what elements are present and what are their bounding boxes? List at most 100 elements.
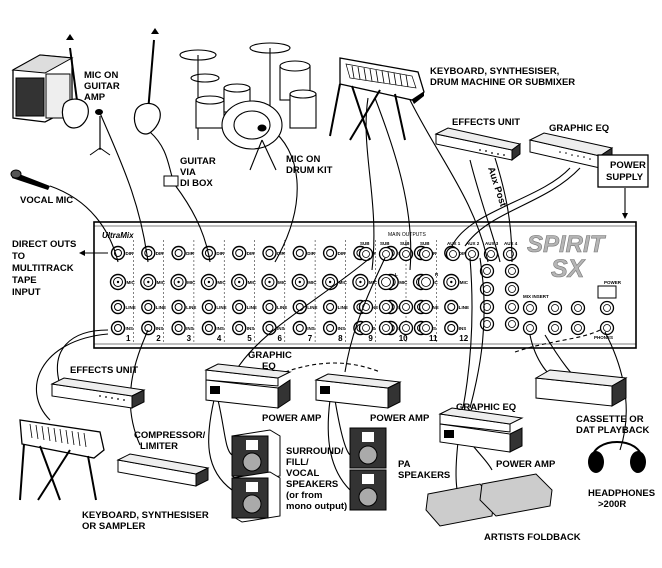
jack-line-6[interactable] — [262, 299, 277, 315]
jack-mic-2[interactable] — [140, 273, 157, 291]
aux-send-4[interactable] — [502, 246, 518, 262]
master-jack-4[interactable] — [418, 299, 434, 315]
jack-label-line: LINE — [338, 305, 348, 310]
twotrack-jack-1[interactable] — [599, 300, 615, 316]
jack-dir-4[interactable] — [201, 245, 217, 261]
jack-line-7[interactable] — [292, 299, 307, 315]
sub-out-2[interactable] — [378, 246, 394, 262]
jack-ins-8[interactable] — [322, 320, 338, 336]
twotrack-jack-2[interactable] — [599, 320, 615, 336]
sub-out-4[interactable] — [418, 246, 434, 262]
return-jack-4[interactable] — [479, 316, 495, 332]
jack-dir-2[interactable] — [141, 245, 156, 261]
jack-mic-8[interactable] — [321, 273, 339, 291]
jack-mic-4[interactable] — [200, 273, 218, 291]
master-jack-5[interactable] — [358, 320, 374, 336]
master-jack-2[interactable] — [378, 299, 394, 315]
pa-speakers — [349, 427, 387, 511]
jack-dir-7[interactable] — [292, 245, 307, 261]
sub-out-3[interactable] — [398, 246, 414, 262]
mix-insert-jack-2[interactable] — [547, 300, 563, 316]
label-cassette-1: CASSETTE OR — [576, 414, 644, 425]
jack-line-4[interactable] — [201, 299, 217, 315]
effects-unit-top — [434, 127, 522, 161]
jack-mic-6[interactable] — [261, 273, 278, 291]
jack-mic-5[interactable] — [230, 273, 248, 291]
label-surround-5: (or from — [286, 490, 322, 501]
jack-line-8[interactable] — [322, 299, 338, 315]
jack-label-line: LINE — [459, 305, 469, 310]
jack-line-3[interactable] — [171, 299, 186, 315]
sub-label: SUB — [380, 241, 390, 246]
mix-insert-jack-5[interactable] — [547, 320, 563, 336]
jack-mic-3[interactable] — [170, 273, 187, 291]
mix-insert-jack-6[interactable] — [570, 320, 586, 336]
label-mic-on-guitar-amp-3: AMP — [84, 92, 106, 103]
jack-mic-9[interactable] — [352, 273, 369, 291]
master-jack-7[interactable] — [398, 320, 414, 336]
jack-dir-5[interactable] — [231, 245, 247, 261]
channel-number: 4 — [217, 334, 222, 343]
label-effects-unit-bottom: EFFECTS UNIT — [70, 365, 138, 376]
jack-dir-1[interactable] — [110, 245, 126, 261]
main-outputs-label: MAIN OUTPUTS — [388, 232, 426, 238]
jack-ins-7[interactable] — [292, 320, 307, 336]
sub-out-1[interactable] — [358, 246, 374, 262]
main-out-R[interactable] — [417, 273, 435, 291]
label-graphic-eq-left-1: GRAPHIC — [248, 350, 292, 361]
master-jack-8[interactable] — [418, 320, 434, 336]
label-mic-on-guitar-amp-1: MIC ON — [84, 70, 118, 81]
return-jack-1[interactable] — [479, 263, 495, 279]
label-graphic-eq-left-2: EQ — [262, 361, 276, 372]
jack-dir-8[interactable] — [322, 245, 338, 261]
jack-ins-6[interactable] — [262, 320, 277, 336]
jack-label-line: LINE — [216, 305, 226, 310]
return-jack-5[interactable] — [504, 263, 520, 279]
return-jack-7[interactable] — [504, 299, 520, 315]
jack-mic-7[interactable] — [291, 273, 308, 291]
jack-ins-4[interactable] — [201, 320, 217, 336]
jack-line-2[interactable] — [141, 299, 156, 315]
return-jack-6[interactable] — [504, 281, 520, 297]
jack-line-5[interactable] — [231, 299, 247, 315]
mix-insert-jack-4[interactable] — [522, 320, 538, 336]
jack-line-1[interactable] — [110, 299, 126, 315]
label-keyboard-top-2: DRUM MACHINE OR SUBMIXER — [430, 77, 575, 88]
jack-ins-3[interactable] — [171, 320, 186, 336]
aux-send-1[interactable] — [445, 246, 461, 262]
jack-ins-5[interactable] — [231, 320, 247, 336]
surround-speakers — [231, 429, 281, 523]
label-surround-4: SPEAKERS — [286, 479, 338, 490]
jack-dir-3[interactable] — [171, 245, 186, 261]
mix-insert-jack-3[interactable] — [570, 300, 586, 316]
return-jack-8[interactable] — [504, 316, 520, 332]
return-jack-3[interactable] — [479, 299, 495, 315]
mix-insert-jack-1[interactable] — [522, 300, 538, 316]
jack-ins-1[interactable] — [110, 320, 126, 336]
label-surround-1: SURROUND/ — [286, 446, 344, 457]
main-out-lr-label: R — [435, 272, 439, 277]
label-guitar-via-di-1: GUITAR — [180, 156, 216, 167]
jack-mic-12[interactable] — [443, 273, 460, 291]
jack-label-mic: MIC — [187, 280, 196, 285]
jack-label-line: LINE — [247, 305, 257, 310]
diagram-labels: MIC ON GUITAR AMP GUITAR VIA DI BOX MIC … — [12, 66, 655, 543]
power-connector[interactable] — [597, 285, 617, 299]
jack-ins-12[interactable] — [444, 320, 459, 336]
return-jack-2[interactable] — [479, 281, 495, 297]
jack-ins-2[interactable] — [141, 320, 156, 336]
jack-label-line: LINE — [307, 305, 317, 310]
jack-dir-6[interactable] — [262, 245, 277, 261]
aux-send-2[interactable] — [464, 246, 480, 262]
master-jack-6[interactable] — [378, 320, 394, 336]
jack-mic-1[interactable] — [109, 273, 127, 291]
sub-label: SUB — [360, 241, 370, 246]
main-out-L[interactable] — [377, 273, 395, 291]
master-jack-3[interactable] — [398, 299, 414, 315]
jack-line-12[interactable] — [444, 299, 459, 315]
